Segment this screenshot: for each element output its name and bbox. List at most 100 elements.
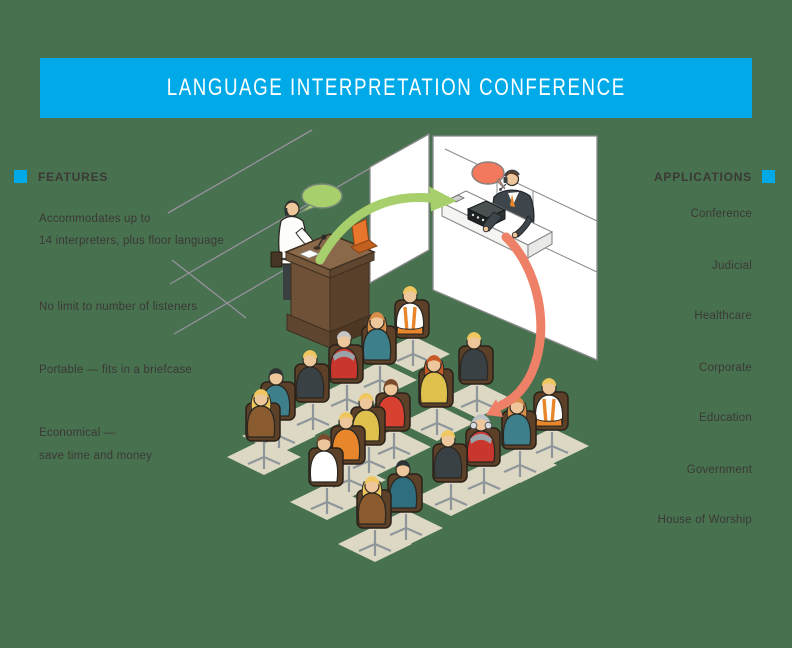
booth-counter-side [527, 231, 553, 259]
features-heading: FEATURES [38, 170, 109, 184]
interpreter-hair [505, 171, 519, 178]
hair [542, 378, 556, 387]
audience-member [458, 332, 494, 412]
interpreter-arm [513, 215, 533, 238]
arrows [315, 186, 546, 417]
microphone-base [313, 246, 321, 250]
wall-seam [444, 148, 598, 222]
interpreter-booth [440, 161, 554, 259]
headphones-earcup-icon [469, 421, 478, 430]
audience-member [361, 312, 397, 392]
chair-base [460, 386, 494, 412]
application-conference: Conference [690, 208, 752, 220]
audience-member [394, 286, 430, 366]
speaker-hair [284, 200, 299, 208]
sweater-yoke [333, 350, 355, 361]
feature-portable: Portable — fits in a briefcase [39, 364, 193, 376]
headset-earcup-icon [503, 177, 508, 183]
features-bullet-square [14, 170, 27, 183]
headphones-earcup-icon [484, 421, 493, 430]
speaker-hair-back [284, 208, 289, 217]
hair [403, 286, 417, 295]
page-title: LANGUAGE INTERPRETATION CONFERENCE [166, 74, 626, 101]
headset-band-icon [504, 169, 520, 177]
application-judicial: Judicial [712, 260, 752, 272]
torso [502, 413, 532, 446]
hair [467, 332, 481, 341]
application-government: Government [686, 464, 752, 476]
hair [337, 331, 351, 340]
applications-bullet-square [762, 170, 775, 183]
feature-interpreters-line1: Accommodates up to [39, 213, 151, 225]
hair [427, 355, 441, 364]
chair-base [247, 443, 281, 469]
application-corporate: Corporate [699, 362, 752, 374]
overalls-straps [403, 306, 417, 333]
listener-with-headphones [465, 414, 501, 494]
interpreter-hand [511, 231, 519, 239]
hair [359, 393, 373, 402]
overalls-bottom [535, 418, 563, 427]
overalls-straps [542, 398, 556, 425]
headset-mic-tip [499, 188, 502, 191]
leader-line [171, 259, 247, 319]
torso [419, 371, 449, 404]
feature-interpreters-line2: 14 interpreters, plus floor language [39, 235, 224, 247]
speaker-portfolio [270, 251, 283, 268]
interpreter-hand [482, 225, 490, 233]
hair [269, 368, 283, 377]
hair [303, 350, 317, 359]
hair [317, 434, 331, 443]
hair [370, 312, 384, 321]
feature-listeners: No limit to number of listeners [39, 301, 198, 313]
feature-economical-line1: Economical — [39, 427, 116, 439]
audience-member [387, 460, 423, 540]
audience-member [432, 430, 468, 510]
torso [246, 405, 276, 438]
chair-base [296, 404, 330, 430]
audience-member [533, 378, 569, 458]
speaker-and-podium [270, 183, 379, 349]
sweater-yoke [470, 433, 492, 444]
overalls-bottom [396, 326, 424, 335]
application-education: Education [699, 412, 752, 424]
chair-base [330, 385, 364, 411]
torso [362, 328, 392, 361]
speaker-speech-bubble [298, 183, 343, 214]
torso [357, 492, 387, 525]
chair-base [377, 433, 411, 459]
hair [365, 476, 379, 485]
torso [433, 446, 463, 479]
audience-member [501, 397, 537, 477]
feature-economical-line2: save time and money [39, 450, 153, 462]
audience-member [294, 350, 330, 430]
audience [245, 286, 569, 556]
headphones-band-icon [471, 414, 491, 424]
interpreter-tie [510, 194, 515, 207]
applications-heading: APPLICATIONS [653, 170, 752, 184]
audience-member [245, 389, 281, 469]
hair [396, 460, 410, 469]
application-healthcare: Healthcare [694, 310, 752, 322]
chair-base [396, 340, 430, 366]
hair [441, 430, 455, 439]
chair-base [434, 484, 468, 510]
interpreter-shirt [508, 192, 519, 205]
chair-base [420, 409, 454, 435]
chair-base [535, 432, 569, 458]
chair-base [310, 488, 344, 514]
audience-member [356, 476, 392, 556]
audience-member [308, 434, 344, 514]
chair-base [352, 447, 386, 473]
application-house-of-worship: House of Worship [657, 514, 752, 526]
torso [295, 366, 325, 399]
torso [459, 348, 489, 381]
hair [254, 389, 268, 398]
interpreted-language-arrow [486, 232, 546, 417]
chair-base [389, 514, 423, 540]
hair [384, 379, 398, 388]
laptop-base [349, 239, 379, 254]
chair-base [503, 451, 537, 477]
hair [339, 412, 353, 421]
chair-base [467, 468, 501, 494]
